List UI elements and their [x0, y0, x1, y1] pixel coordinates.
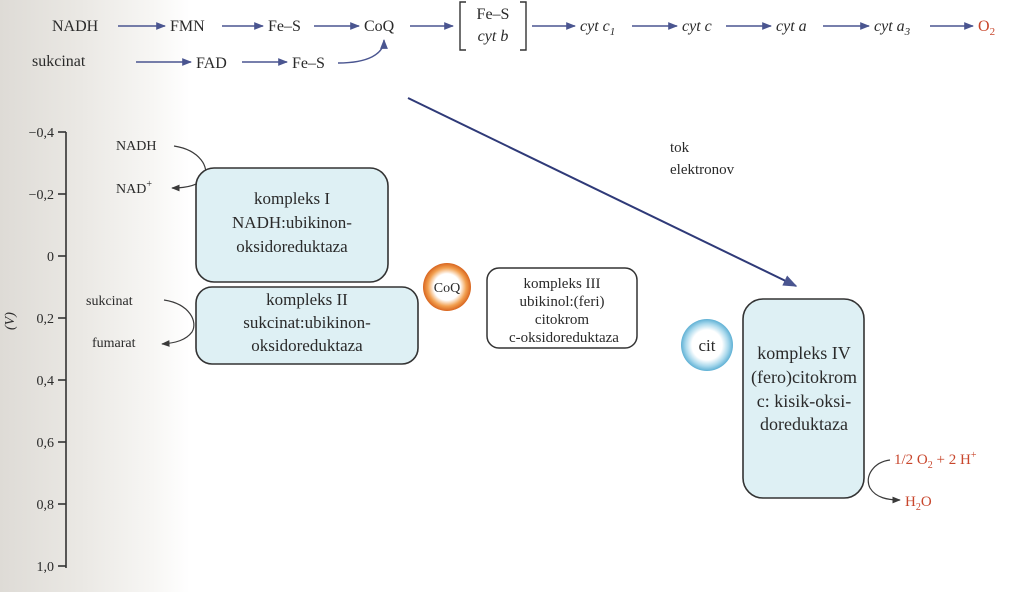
- complex-1-line-2: NADH:ubikinon-: [232, 213, 352, 232]
- chain-fe-s-1: Fe–S: [268, 18, 301, 35]
- complex-2-line-2: sukcinat:ubikinon-: [243, 313, 371, 332]
- axis-ticks: −0,4 −0,2 0 0,2 0,4 0,6 0,8 1,0: [29, 126, 66, 575]
- complex-2-line-3: oksidoreduktaza: [251, 336, 363, 355]
- arrow-fes-coq-curve: [337, 39, 388, 64]
- complex-2-title: kompleks II: [266, 290, 348, 309]
- axis-tick-label: 0: [47, 250, 54, 265]
- axis-tick-label: 0,4: [37, 374, 55, 389]
- coq-label: CoQ: [434, 281, 460, 296]
- complex-4-line-4: doreduktaza: [760, 414, 848, 434]
- electron-flow-arrow: [407, 97, 798, 287]
- cytochrome-c-carrier: cit: [681, 319, 733, 371]
- cit-label: cit: [699, 336, 716, 355]
- coq-circle: [423, 263, 471, 311]
- chain-cyt-c: cyt c: [682, 18, 712, 35]
- complex-3: kompleks III ubikinol:(feri) citokrom c-…: [486, 267, 638, 349]
- axis-label: (V): [3, 312, 18, 330]
- bracket-cyt-b: cyt b: [478, 28, 509, 45]
- arrow-succinate-fumarate: [161, 299, 195, 347]
- chain-nadh: NADH: [52, 18, 99, 35]
- product-h2o: H2O: [905, 494, 932, 513]
- product-half-o2: 1/2 O2 + 2 H+: [894, 450, 977, 471]
- complex-2-box: [195, 286, 419, 365]
- complex-4-line-2: (fero)citokrom: [751, 367, 857, 388]
- complex-1-box: [195, 167, 389, 283]
- cit-circle: [681, 319, 733, 371]
- bracket-left: [459, 1, 466, 51]
- electron-flow-label-2: elektronov: [670, 162, 735, 178]
- label-fumarate: fumarat: [92, 336, 136, 351]
- arrow-o2-h2o: [867, 459, 901, 504]
- complex-1: kompleks I NADH:ubikinon- oksidoreduktaz…: [195, 167, 389, 283]
- complex-4-line-3: c: kisik-oksi-: [757, 391, 852, 411]
- chain-fe-s-2: Fe–S: [292, 55, 325, 72]
- axis-tick-label: −0,2: [29, 188, 54, 203]
- axis-tick-label: −0,4: [29, 126, 54, 141]
- complex-3-line-2: ubikinol:(feri): [520, 294, 605, 310]
- coq-carrier: CoQ: [423, 263, 471, 311]
- potential-axis: −0,4 −0,2 0 0,2 0,4 0,6 0,8 1,0 (V): [3, 126, 67, 575]
- axis-tick-label: 1,0: [37, 560, 55, 575]
- complex-4: kompleks IV (fero)citokrom c: kisik-oksi…: [742, 298, 865, 499]
- bracket-fe-s: Fe–S: [477, 6, 510, 23]
- chain-o2: O2: [978, 18, 995, 38]
- axis-tick-label: 0,8: [37, 498, 55, 513]
- complex-2: kompleks II sukcinat:ubikinon- oksidored…: [195, 286, 419, 365]
- label-succinate: sukcinat: [86, 294, 133, 309]
- chain-cyt-c1: cyt c1: [580, 18, 615, 38]
- complex-1-line-3: oksidoreduktaza: [236, 237, 348, 256]
- complex-1-title: kompleks I: [254, 189, 330, 208]
- complex-3-box: [486, 267, 638, 349]
- chain-fmn: FMN: [170, 18, 205, 35]
- axis-tick-label: 0,2: [37, 312, 55, 327]
- chain-fad: FAD: [196, 55, 227, 72]
- complex-4-box: [742, 298, 865, 499]
- page-shading: [0, 0, 190, 592]
- axis-tick-label: 0,6: [37, 436, 55, 451]
- electron-flow-label-1: tok: [670, 140, 690, 156]
- chain-coq: CoQ: [364, 18, 395, 35]
- chain-succinate: sukcinat: [32, 53, 86, 70]
- bracket-right: [520, 1, 527, 51]
- label-nad: NAD+: [116, 179, 152, 197]
- complex-3-line-3: citokrom: [535, 312, 589, 328]
- chain-cyt-a: cyt a: [776, 18, 807, 35]
- complex-3-title: kompleks III: [523, 276, 600, 292]
- respiratory-chain: NADH FMN Fe–S CoQ Fe–S cyt b cyt c1 cyt …: [32, 1, 995, 72]
- complex-4-title: kompleks IV: [757, 343, 851, 363]
- complex-3-line-4: c-oksidoreduktaza: [509, 330, 619, 346]
- chain-cyt-a3: cyt a3: [874, 18, 911, 38]
- label-nadh: NADH: [116, 139, 156, 154]
